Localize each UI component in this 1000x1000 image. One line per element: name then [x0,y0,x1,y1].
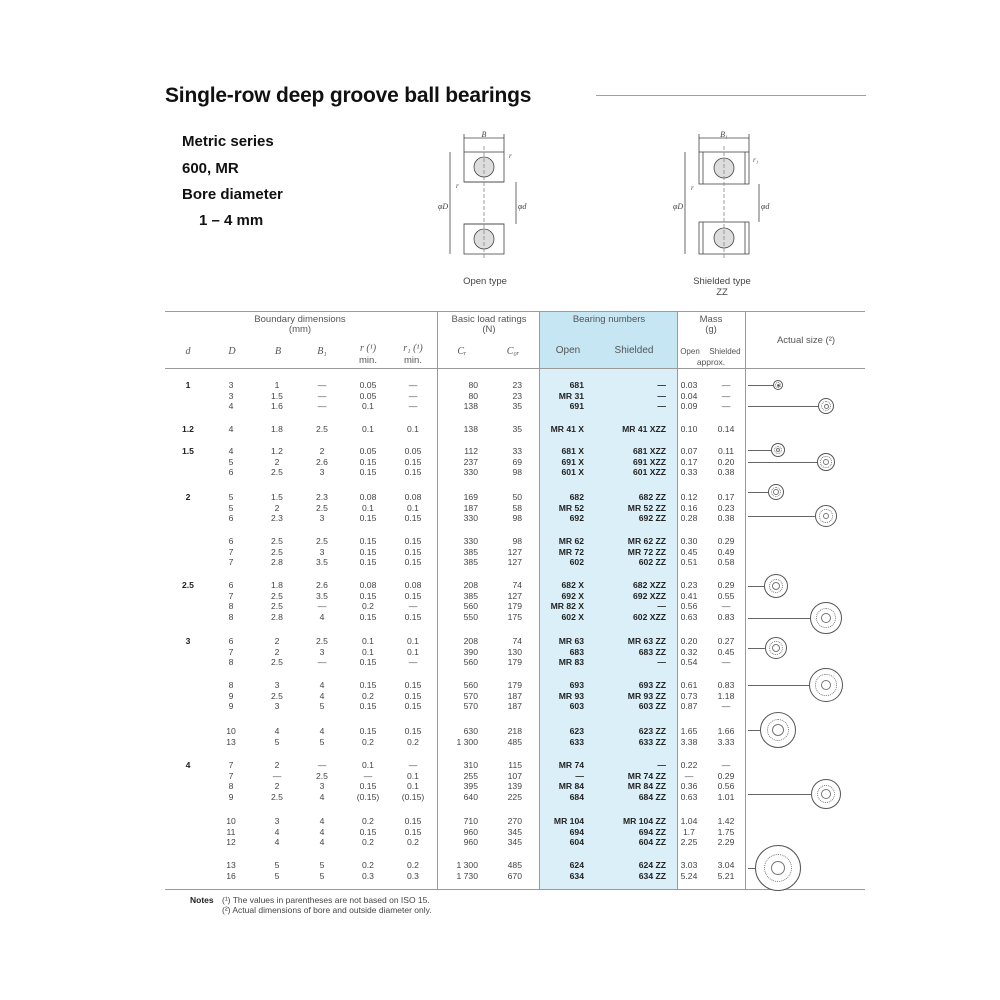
open-type-drawing: B r r φD φd [438,130,527,260]
size-leader-line [748,492,768,493]
shielded-type-code: ZZ [716,287,728,298]
bearing-ball-ring-icon [815,674,837,696]
header-r1-min: min. [404,355,422,366]
size-leader-line [748,685,809,686]
bearing-bore-icon [821,613,831,623]
size-leader-line [748,618,810,619]
header-boundary-unit: (mm) [288,324,312,335]
bearing-bore-icon [823,403,829,409]
header-load-unit: (N) [482,324,496,335]
bearing-bore-icon [823,459,829,465]
shield-dim-bore: φd [761,202,770,211]
bearing-ball-ring-icon [773,445,783,455]
open-dim-r1: r [509,152,512,160]
col-divider-load [437,312,438,889]
open-dim-r2: r [456,182,459,190]
header-mass: Mass [699,314,723,325]
header-open: Open [555,345,581,356]
header-load: Basic load ratings [451,314,527,325]
header-mass-open: Open [680,347,700,356]
header-col-b: B [274,346,282,357]
bearing-bore-icon [773,489,779,495]
shield-dim-r: r [691,184,694,192]
table-top-rule [165,311,865,312]
shield-dim-r1: r₁ [753,156,758,164]
bearing-ball-ring-icon [819,509,833,523]
bearing-bore-icon [776,383,780,387]
table-header-rule [165,368,865,369]
open-dim-bore: φd [518,202,527,211]
shielded-type-drawing: B₁ r₁ r φD φd [673,130,770,260]
header-actual-size: Actual size (²) [776,335,836,346]
size-leader-line [748,516,815,517]
header-col-cor: C₀ᵣ [506,346,520,357]
page-title: Single-row deep groove ball bearings [165,84,532,107]
bearing-ball-ring-icon [771,487,781,497]
note-1: (¹) The values in parentheses are not ba… [222,895,430,905]
header-bearing-numbers: Bearing numbers [572,314,646,325]
header-col-cr: Cᵣ [457,346,467,357]
size-leader-line [748,794,811,795]
bearing-actual-size-icon [755,845,801,891]
header-col-outer-d: D [228,346,236,357]
shield-dim-outer: φD [673,202,683,211]
header-col-d: d [185,346,191,357]
bearing-bore-icon [821,680,831,690]
open-type-caption: Open type [463,276,507,287]
series-codes: 600, MR [182,160,239,177]
bearing-bore-icon [772,724,784,736]
col-divider-mass [677,312,678,889]
header-mass-unit: (g) [705,324,717,335]
header-boundary: Boundary dimensions [254,314,346,325]
header-col-b1: B₁ [317,346,327,357]
open-dim-outer: φD [438,202,448,211]
note-2: (²) Actual dimensions of bore and outsid… [222,905,432,915]
notes-label: Notes [190,895,214,905]
header-shielded: Shielded [614,345,654,356]
bearing-ball-ring-icon [816,608,836,628]
bearing-ball-ring-icon [816,784,836,804]
col-divider-numbers [539,312,540,889]
series-label: Metric series [182,133,274,150]
shield-dim-b1: B₁ [720,130,728,139]
bearing-bore-icon [776,448,780,452]
bearing-ball-ring-icon [769,641,783,655]
bearing-bore-icon [772,582,780,590]
bore-label: Bore diameter [182,186,283,203]
shielded-type-caption: Shielded type [693,276,751,287]
size-leader-line [748,586,764,587]
bearing-ball-ring-icon [768,578,784,594]
bearing-numbers-header-band [539,311,677,368]
size-leader-line [748,730,760,731]
header-mass-approx: approx. [696,357,726,367]
bearing-ball-ring-icon [766,718,790,742]
bearing-numbers-band [539,311,677,889]
col-divider-actual [745,312,746,889]
header-col-r1: r₁ (¹) [403,343,423,354]
size-leader-line [748,648,765,649]
table-bottom-rule [165,889,865,890]
bearing-ball-ring-icon [774,381,782,389]
size-leader-line [748,868,755,869]
bearing-ball-ring-icon [820,456,832,468]
header-col-r: r (¹) [359,343,377,354]
notes: Notes (¹) The values in parentheses are … [190,895,432,915]
bearing-bore-icon [821,789,831,799]
bearing-bore-icon [823,513,829,519]
size-leader-line [748,462,817,463]
open-dim-b: B [482,130,487,139]
size-leader-line [748,406,818,407]
size-leader-line [748,450,771,451]
bearing-ball-ring-icon [821,401,831,411]
size-leader-line [748,385,773,386]
bearing-bore-icon [771,861,785,875]
bearing-ball-ring-icon [763,853,793,883]
title-rule [596,95,866,96]
header-r-min: min. [359,355,377,366]
header-mass-shielded: Shielded [709,347,741,356]
bore-range: 1 – 4 mm [199,212,264,229]
bearing-bore-icon [772,644,780,652]
